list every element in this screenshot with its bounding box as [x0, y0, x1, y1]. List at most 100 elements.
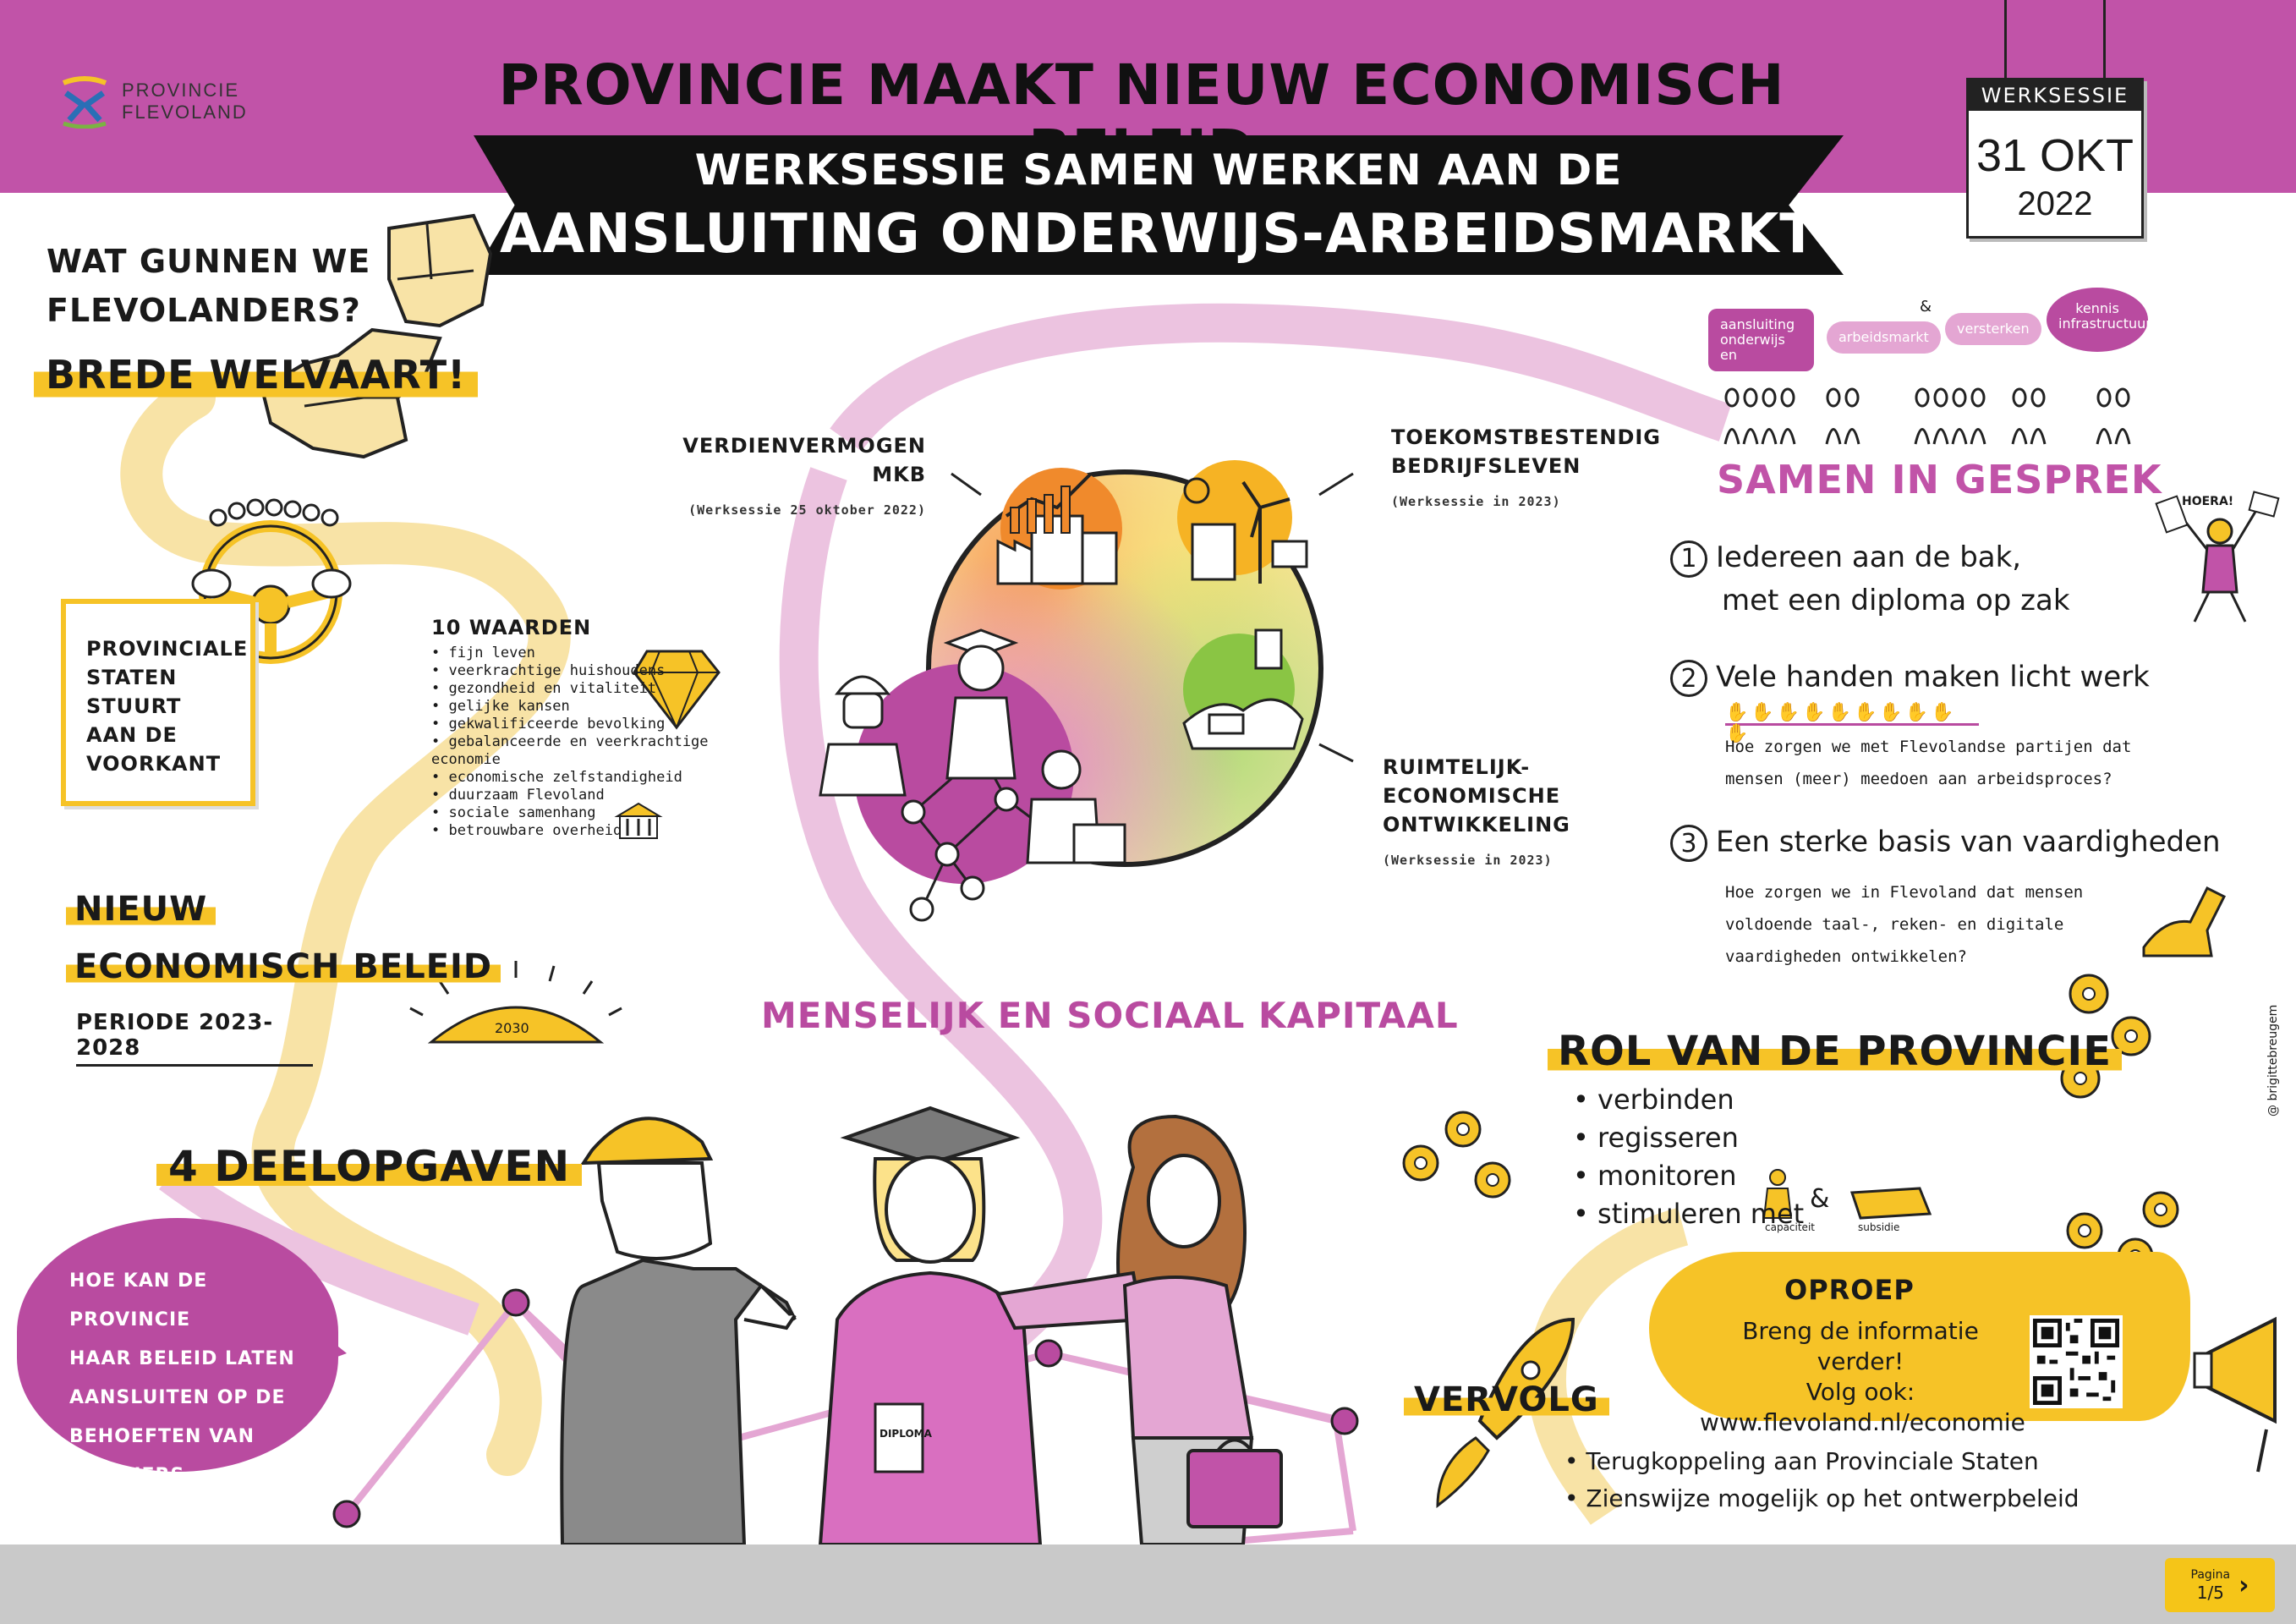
subsidie-label: subsidie — [1858, 1221, 1900, 1233]
ruimte-sub: (Werksessie in 2023) — [1383, 853, 1553, 868]
megaphone-icon — [2193, 1316, 2277, 1473]
question-bubble: HOE KAN DE PROVINCIE HAAR BELEID LATEN A… — [17, 1218, 338, 1525]
flevoland-logo-icon — [62, 76, 107, 129]
tag-kennis: kennis infrastructuur — [2047, 288, 2151, 352]
subtitle-line2: AANSLUITING ONDERWIJS-ARBEIDSMARKT — [500, 203, 1817, 266]
subtitle-line1: WERKSESSIE SAMEN WERKEN AAN DE — [694, 145, 1623, 195]
point-1-line1: Iedereen aan de bak, — [1716, 540, 2022, 574]
logo-line2: FLEVOLAND — [122, 102, 248, 123]
list-item: monitoren — [1573, 1157, 1804, 1195]
oproep-card: OPROEP Breng de informatie verder! Volg … — [1649, 1252, 2190, 1436]
list-item: economische zelfstandigheid — [431, 769, 753, 787]
ruimte-line1: RUIMTELIJK- — [1383, 755, 1531, 779]
toekomst-line1: TOEKOMSTBESTENDIG — [1391, 425, 1662, 449]
provinciale-staten-card: PROVINCIALE STATEN STUURT AAN DE VOORKAN… — [61, 599, 255, 806]
yellow-path-left — [120, 376, 571, 1476]
bubble-line: HOE KAN DE PROVINCIE — [69, 1270, 208, 1330]
point-1-number: 1 — [1670, 540, 1707, 578]
topic-tags: aansluiting onderwijs en arbeidsmarkt & … — [1708, 288, 2182, 381]
list-item: regisseren — [1573, 1119, 1804, 1157]
diploma-label: DIPLOMA — [879, 1428, 932, 1440]
samen-in-gesprek-heading: SAMEN IN GESPREK — [1717, 457, 2162, 502]
list-item: Terugkoppeling aan Provinciale Staten — [1564, 1443, 2080, 1480]
verdien-line2: MKB — [872, 463, 926, 486]
deelopgaven-heading: 4 DEELOPGAVEN — [156, 1142, 583, 1191]
ruimte-line2: ECONOMISCHE — [1383, 784, 1561, 808]
page-navigator[interactable]: Pagina 1/5 › — [2165, 1558, 2275, 1612]
businesswoman-figure — [995, 1114, 1283, 1546]
pink-path-top — [830, 303, 1732, 452]
point-1-line2: met een diploma op zak — [1722, 584, 2070, 617]
vervolg-list: Terugkoppeling aan Provinciale Staten Zi… — [1564, 1443, 2080, 1517]
oproep-title: OPROEP — [1784, 1274, 1915, 1306]
bubble-line: HAAR BELEID LATEN — [69, 1348, 295, 1369]
label-toekomstbestendig: TOEKOMSTBESTENDIG BEDRIJFSLEVEN (Werkses… — [1391, 423, 1679, 516]
footer-band — [0, 1544, 2296, 1624]
landscape-city-icon — [1182, 628, 1304, 750]
cheering-figure-icon — [2155, 491, 2280, 623]
point-2-sub: Hoe zorgen we met Flevolandse partijen d… — [1725, 738, 2132, 788]
waarden-title: 10 WAARDEN — [431, 616, 592, 639]
sun-year: 2030 — [495, 1020, 529, 1036]
qr-code-icon[interactable] — [2030, 1315, 2123, 1408]
rol-amp: & — [1810, 1184, 1830, 1214]
list-item: verbinden — [1573, 1081, 1804, 1119]
date-card: WERKSESSIE 31 OKT 2022 — [1966, 78, 2144, 239]
point-3-sub: Hoe zorgen we in Flevoland dat mensen vo… — [1725, 883, 2084, 966]
menselijk-kapitaal-heading: MENSELIJK EN SOCIAAL KAPITAAL — [761, 995, 1459, 1036]
rol-heading: ROL VAN DE PROVINCIE — [1548, 1028, 2123, 1075]
point-2-text: Vele handen maken licht werk — [1716, 660, 2150, 694]
rol-list: verbinden regisseren monitoren stimulere… — [1573, 1081, 1804, 1233]
ps-line: VOORKANT — [86, 752, 222, 776]
date-year: 2022 — [2017, 185, 2093, 222]
brede-welvaart: BREDE WELVAART! — [34, 347, 479, 403]
question-block: WAT GUNNEN WE FLEVOLANDERS? — [47, 237, 370, 335]
list-item: veerkrachtige huishoudens — [431, 662, 753, 680]
artist-credit: @ brigittebreugem — [2266, 1004, 2280, 1116]
bubble-line: BEHOEFTEN VAN PARTNERS — [69, 1426, 255, 1486]
wind-energy-icon — [1177, 460, 1308, 584]
chevron-right-icon[interactable]: › — [2238, 1570, 2249, 1600]
graduate-figure — [818, 1106, 1043, 1546]
question-line2: FLEVOLANDERS? — [47, 292, 361, 329]
tag-aansluiting: aansluiting onderwijs en — [1708, 309, 1814, 371]
point-1: 1 Iedereen aan de bak, — [1670, 531, 2021, 584]
oproep-line2: Volg ook: — [1806, 1378, 1915, 1406]
title-banner — [474, 135, 1844, 275]
pink-path-left — [159, 1161, 479, 1336]
label-ruimtelijk: RUIMTELIJK- ECONOMISCHE ONTWIKKELING (We… — [1383, 753, 1636, 875]
bubble-line: AANSLUITEN OP DE — [69, 1387, 286, 1408]
people-network-icon — [819, 628, 1126, 922]
ps-line: AAN DE — [86, 723, 178, 747]
list-item: gebalanceerde en veerkrachtige economie — [431, 733, 753, 769]
list-item: Zienswijze mogelijk op het ontwerpbeleid — [1564, 1480, 2079, 1517]
point-2: 2 Vele handen maken licht werk — [1670, 660, 2150, 697]
tag-versterken: versterken — [1945, 313, 2041, 345]
steering-wheel-icon — [191, 498, 352, 664]
factory-growth-icon — [996, 468, 1122, 590]
list-item: betrouwbare overheid — [431, 822, 753, 840]
point-3-number: 3 — [1670, 825, 1707, 862]
raised-hands-icon: ✋✋✋✋✋✋✋✋✋✋ — [1725, 702, 1979, 744]
label-verdienvermogen: VERDIENVERMOGEN MKB (Werksessie 25 oktob… — [672, 431, 926, 524]
oproep-url[interactable]: www.flevoland.nl/economie — [1700, 1408, 2025, 1436]
list-item: sociale samenhang — [431, 804, 753, 822]
date-day-month: 31 OKT — [1975, 130, 2134, 181]
tag-arbeidsmarkt: arbeidsmarkt — [1827, 321, 1941, 354]
ps-line: PROVINCIALE — [86, 637, 249, 661]
point-2-number: 2 — [1670, 660, 1707, 697]
strong-arm-icon — [2142, 886, 2227, 957]
list-item: duurzaam Flevoland — [431, 787, 753, 804]
bubble-line: IN DE REGIO? — [69, 1504, 219, 1525]
date-card-label: WERKSESSIE — [1969, 80, 2141, 111]
beleid-line2: ECONOMISCH BELEID — [66, 947, 501, 986]
beleid-line1: NIEUW — [66, 890, 216, 929]
list-item: gekwalificeerde bevolking — [431, 716, 753, 733]
pager-number: 1/5 — [2196, 1583, 2224, 1603]
list-item: fijn leven — [431, 645, 753, 662]
pager-label: Pagina — [2190, 1568, 2231, 1582]
date-card-hanger — [2004, 0, 2106, 80]
ps-line: STUURT — [86, 694, 182, 718]
